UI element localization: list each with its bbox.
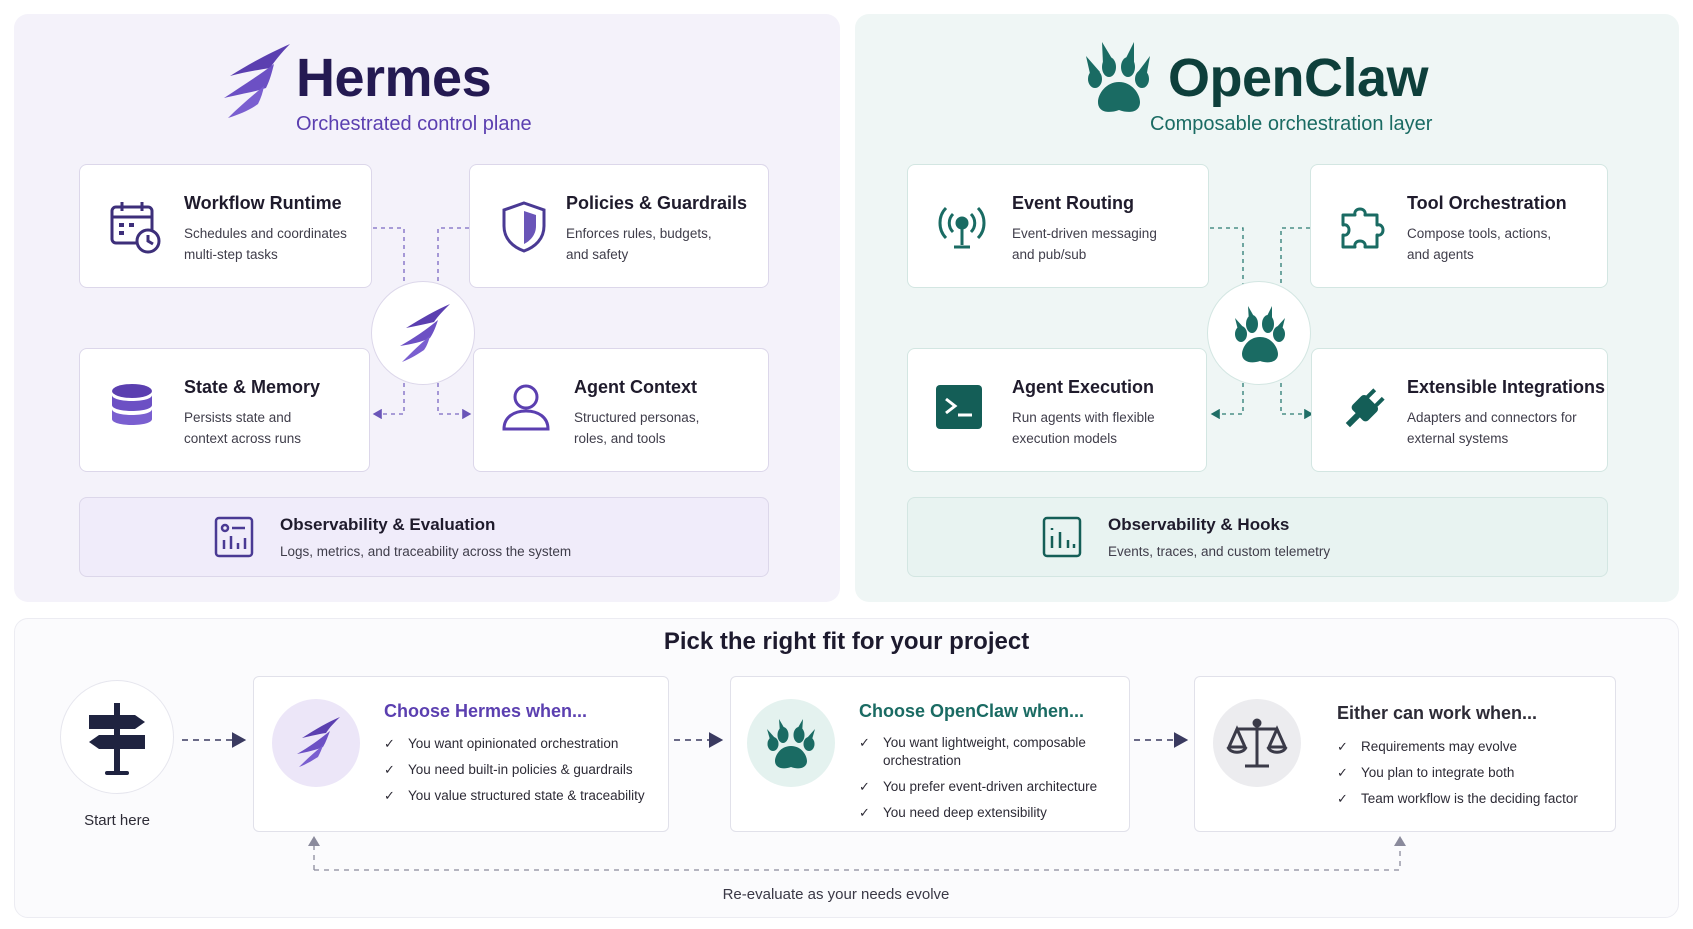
wing-icon — [400, 304, 450, 362]
check-icon: ✓ — [859, 735, 870, 750]
card-description: Structured personas, roles, and tools — [574, 410, 700, 446]
hermes-subtitle: Orchestrated control plane — [296, 113, 532, 135]
hermes-brand: Hermes — [296, 48, 546, 108]
signpost-icon — [89, 703, 145, 775]
list-item: ✓ You want opinionated orchestration — [384, 735, 664, 753]
card-title: Event Routing — [1012, 193, 1134, 213]
choice-either[interactable]: Either can work when... ✓ Requirements ma… — [1194, 676, 1616, 832]
card-description: Schedules and coordinates multi-step tas… — [184, 226, 347, 262]
list-item-text: You want lightweight, composable orchest… — [883, 735, 1086, 768]
choice-openclaw-badge — [747, 699, 835, 787]
openclaw-observability-bar[interactable]: Observability & Hooks Events, traces, an… — [907, 497, 1608, 577]
wide-description: Events, traces, and custom telemetry — [1108, 544, 1331, 559]
choice-hermes[interactable]: Choose Hermes when... ✓ You want opiniona… — [253, 676, 669, 832]
plug-icon — [1334, 383, 1390, 439]
puzzle-icon — [1335, 199, 1391, 255]
openclaw-card-extensible-integrations[interactable]: Extensible Integrations Adapters and con… — [1311, 348, 1608, 472]
choice-title: Choose Hermes when... — [384, 701, 588, 721]
card-title: Agent Context — [574, 377, 697, 397]
card-title: Extensible Integrations — [1407, 377, 1606, 397]
shield-icon — [496, 199, 552, 255]
wide-description: Logs, metrics, and traceability across t… — [280, 544, 572, 559]
list-item: ✓ You need built-in policies & guardrails — [384, 761, 664, 779]
choice-title: Choose OpenClaw when... — [859, 701, 1085, 721]
list-item: ✓ Team workflow is the deciding factor — [1337, 790, 1607, 808]
card-description: Adapters and connectors for external sys… — [1407, 410, 1577, 446]
database-icon — [108, 381, 164, 437]
choice-openclaw[interactable]: Choose OpenClaw when... ✓ You want lightw… — [730, 676, 1130, 832]
calendar-clock-icon — [108, 199, 164, 255]
list-item: ✓ You prefer event-driven architecture — [859, 778, 1119, 796]
terminal-icon — [936, 385, 992, 441]
choice-list: ✓ You want opinionated orchestration ✓ You… — [384, 735, 664, 813]
list-item: ✓ You need deep extensibility — [859, 804, 1119, 822]
list-item-text: You value structured state & traceabilit… — [408, 788, 645, 803]
hermes-card-state-memory[interactable]: State & Memory Persists state and contex… — [79, 348, 370, 472]
list-item-text: You plan to integrate both — [1361, 765, 1515, 780]
list-item: ✓ You want lightweight, composable orches… — [859, 734, 1099, 770]
choice-list: ✓ You want lightweight, composable orches… — [859, 734, 1119, 830]
hermes-card-policies-guardrails[interactable]: Policies & Guardrails Enforces rules, bu… — [469, 164, 769, 288]
fit-section-title: Pick the right fit for your project — [663, 628, 1030, 655]
card-description: Enforces rules, budgets, and safety — [566, 226, 712, 262]
hermes-logo-icon — [214, 42, 294, 122]
check-icon: ✓ — [384, 788, 395, 803]
paw-icon — [767, 719, 815, 769]
scales-icon — [1226, 718, 1288, 768]
check-icon: ✓ — [859, 805, 870, 820]
card-description: Event-driven messaging and pub/sub — [1012, 226, 1157, 262]
list-item-text: Team workflow is the deciding factor — [1361, 791, 1578, 806]
card-title: Policies & Guardrails — [566, 193, 748, 213]
list-item-text: Requirements may evolve — [1361, 739, 1518, 754]
card-description: Run agents with flexible execution model… — [1012, 410, 1155, 446]
list-item: ✓ You value structured state & traceabili… — [384, 787, 664, 805]
list-item: ✓ You plan to integrate both — [1337, 764, 1607, 782]
start-node[interactable] — [60, 680, 174, 794]
openclaw-logo-icon — [1086, 42, 1152, 116]
check-icon: ✓ — [1337, 739, 1348, 754]
card-title: State & Memory — [184, 377, 321, 397]
openclaw-subtitle: Composable orchestration layer — [1150, 113, 1433, 135]
check-icon: ✓ — [859, 779, 870, 794]
choice-list: ✓ Requirements may evolve ✓ You plan to in… — [1337, 738, 1607, 816]
hermes-card-agent-context[interactable]: Agent Context Structured personas, roles… — [473, 348, 769, 472]
start-label: Start here — [84, 812, 150, 829]
hermes-observability-bar[interactable]: Observability & Evaluation Logs, metrics… — [79, 497, 769, 577]
wing-icon — [297, 717, 340, 767]
chart-icon — [1042, 516, 1082, 558]
paw-icon — [1235, 306, 1285, 363]
dashboard-icon — [214, 516, 254, 558]
wide-title: Observability & Evaluation — [280, 515, 496, 534]
openclaw-card-agent-execution[interactable]: Agent Execution Run agents with flexible… — [907, 348, 1207, 472]
openclaw-card-event-routing[interactable]: Event Routing Event-driven messaging and… — [907, 164, 1209, 288]
card-description: Compose tools, actions, and agents — [1407, 226, 1552, 262]
card-title: Agent Execution — [1012, 377, 1155, 397]
list-item: ✓ Requirements may evolve — [1337, 738, 1607, 756]
check-icon: ✓ — [1337, 765, 1348, 780]
broadcast-icon — [934, 199, 990, 255]
reevaluate-label: Re-evaluate as your needs evolve — [722, 886, 950, 903]
list-item-text: You prefer event-driven architecture — [883, 779, 1098, 794]
openclaw-brand: OpenClaw — [1168, 48, 1448, 108]
list-item-text: You need deep extensibility — [883, 805, 1047, 820]
choice-either-badge — [1213, 699, 1301, 787]
hermes-hub — [371, 281, 475, 385]
card-title: Workflow Runtime — [184, 193, 342, 213]
openclaw-hub — [1207, 281, 1311, 385]
list-item-text: You want opinionated orchestration — [408, 736, 619, 751]
hermes-title: Hermes — [296, 48, 492, 108]
check-icon: ✓ — [384, 736, 395, 751]
openclaw-title: OpenClaw — [1168, 48, 1429, 108]
check-icon: ✓ — [1337, 791, 1348, 806]
choice-hermes-badge — [272, 699, 360, 787]
check-icon: ✓ — [384, 762, 395, 777]
list-item-text: You need built-in policies & guardrails — [408, 762, 633, 777]
card-description: Persists state and context across runs — [184, 410, 302, 446]
openclaw-card-tool-orchestration[interactable]: Tool Orchestration Compose tools, action… — [1310, 164, 1608, 288]
hermes-card-workflow-runtime[interactable]: Workflow Runtime Schedules and coordinat… — [79, 164, 372, 288]
wide-title: Observability & Hooks — [1108, 515, 1290, 534]
person-icon — [500, 383, 556, 439]
choice-title: Either can work when... — [1337, 703, 1538, 723]
card-title: Tool Orchestration — [1407, 193, 1567, 213]
